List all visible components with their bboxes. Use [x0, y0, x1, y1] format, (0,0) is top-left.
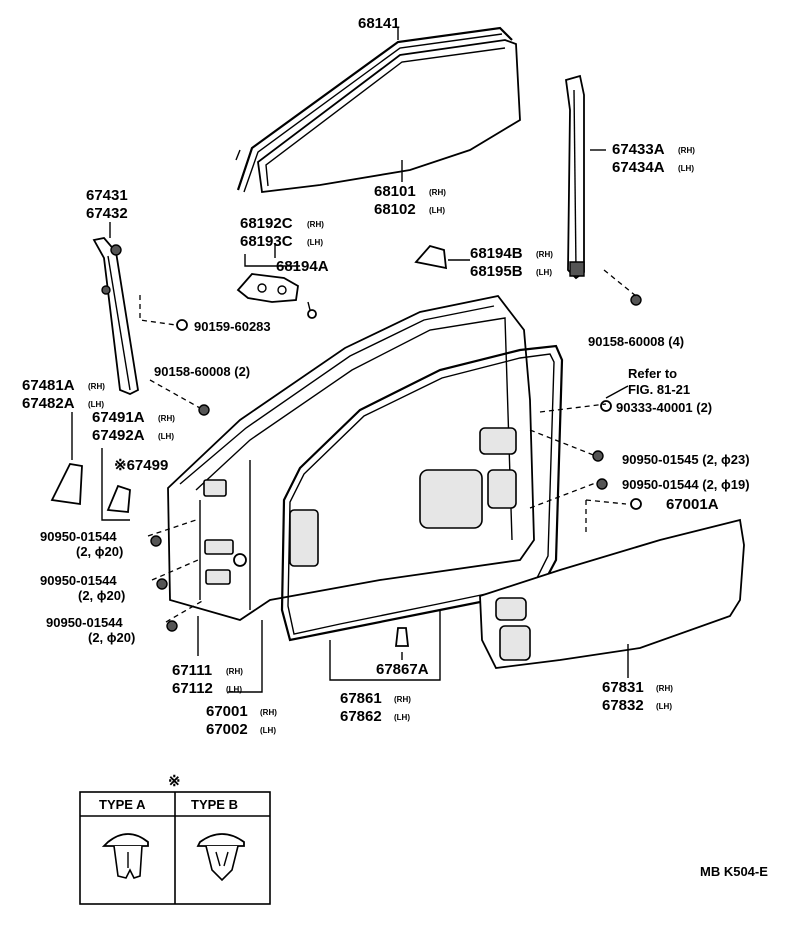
label-68102: 68102 [374, 201, 416, 218]
svg-text:(LH): (LH) [429, 206, 445, 215]
front-window-frame [92, 237, 139, 395]
svg-text:(LH): (LH) [678, 164, 694, 173]
clip-type-b-icon [196, 833, 245, 882]
label-90950-01544-19: 90950-01544 (2, ϕ19) [622, 477, 750, 492]
svg-text:(RH): (RH) [226, 667, 243, 676]
fasteners [150, 294, 642, 647]
svg-text:(LH): (LH) [226, 685, 242, 694]
label-67867a: 67867A [376, 661, 429, 678]
svg-text:(LH): (LH) [394, 713, 410, 722]
label-90950-01545: 90950-01545 (2, ϕ23) [622, 452, 750, 467]
label-67112: 67112 [172, 680, 213, 697]
svg-text:(RH): (RH) [678, 146, 695, 155]
label-67481a: 67481A [22, 377, 75, 394]
label-67111: 67111 [172, 662, 212, 679]
svg-text:(LH): (LH) [307, 238, 323, 247]
label-67433a: 67433A [612, 141, 665, 158]
label-68195b: 68195B [470, 263, 523, 280]
label-68192c: 68192C [240, 215, 293, 232]
label-90333-40001: 90333-40001 (2) [616, 400, 712, 415]
label-67862: 67862 [340, 708, 382, 725]
svg-text:(2, ϕ20): (2, ϕ20) [78, 588, 125, 603]
label-90950-01544-c: 90950-01544 [46, 615, 123, 630]
svg-text:(2, ϕ20): (2, ϕ20) [76, 544, 123, 559]
label-68194a: 68194A [276, 258, 329, 275]
glass-stopper [414, 244, 448, 270]
label-68141: 68141 [358, 15, 400, 32]
label-67001: 67001 [206, 703, 248, 720]
label-67491a: 67491A [92, 409, 145, 426]
label-90950-01544-b: 90950-01544 [40, 573, 117, 588]
label-90159-60283: 90159-60283 [194, 319, 271, 334]
label-67499: ※67499 [114, 457, 168, 474]
window-regulator-bracket [236, 273, 317, 319]
label-67001a: 67001A [666, 496, 719, 513]
label-68194b: 68194B [470, 245, 523, 262]
label-67431: 67431 [86, 187, 128, 204]
label-67832: 67832 [602, 697, 644, 714]
svg-text:(LH): (LH) [158, 432, 174, 441]
type-a-header: TYPE A [99, 797, 146, 812]
outside-moulding [50, 463, 83, 506]
label-67434a: 67434A [612, 159, 665, 176]
part-labels: 68141 68101 (RH) 68102 (LH) 67433A (RH) … [22, 15, 750, 738]
svg-text:(LH): (LH) [260, 726, 276, 735]
label-refer-to: Refer to [628, 366, 677, 381]
svg-text:(RH): (RH) [88, 382, 105, 391]
svg-text:(LH): (LH) [88, 400, 104, 409]
door-trim-board [479, 518, 745, 669]
diagram-code: MB K504-E [700, 864, 768, 879]
svg-text:(RH): (RH) [656, 684, 673, 693]
type-b-header: TYPE B [191, 797, 238, 812]
svg-text:(RH): (RH) [429, 188, 446, 197]
svg-text:(LH): (LH) [656, 702, 672, 711]
rear-glass-run [565, 74, 585, 280]
clip-type-a-icon [101, 833, 149, 879]
svg-text:(LH): (LH) [536, 268, 552, 277]
label-67482a: 67482A [22, 395, 75, 412]
svg-text:(RH): (RH) [158, 414, 175, 423]
svg-text:(RH): (RH) [260, 708, 277, 717]
label-67861: 67861 [340, 690, 382, 707]
svg-text:(RH): (RH) [394, 695, 411, 704]
label-67002: 67002 [206, 721, 248, 738]
label-fig-81-21: FIG. 81-21 [628, 382, 690, 397]
label-67492a: 67492A [92, 427, 145, 444]
label-90158-60008-2: 90158-60008 (2) [154, 364, 250, 379]
kome-mark: ※ [168, 773, 181, 790]
label-90158-60008-4: 90158-60008 (4) [588, 334, 684, 349]
svg-text:(RH): (RH) [536, 250, 553, 259]
door-weatherstrip [280, 344, 564, 642]
cover-piece [106, 484, 131, 513]
leader-lines [71, 28, 637, 693]
door-panel [167, 295, 535, 621]
svg-text:(RH): (RH) [307, 220, 324, 229]
label-67432: 67432 [86, 205, 128, 222]
label-68101: 68101 [374, 183, 416, 200]
label-67831: 67831 [602, 679, 644, 696]
label-68193c: 68193C [240, 233, 293, 250]
glass-run-channel [235, 26, 513, 193]
door-glass [257, 39, 521, 194]
svg-text:(2, ϕ20): (2, ϕ20) [88, 630, 135, 645]
clip-type-table: ※ TYPE A TYPE B [79, 773, 271, 905]
label-90950-01544-a: 90950-01544 [40, 529, 117, 544]
